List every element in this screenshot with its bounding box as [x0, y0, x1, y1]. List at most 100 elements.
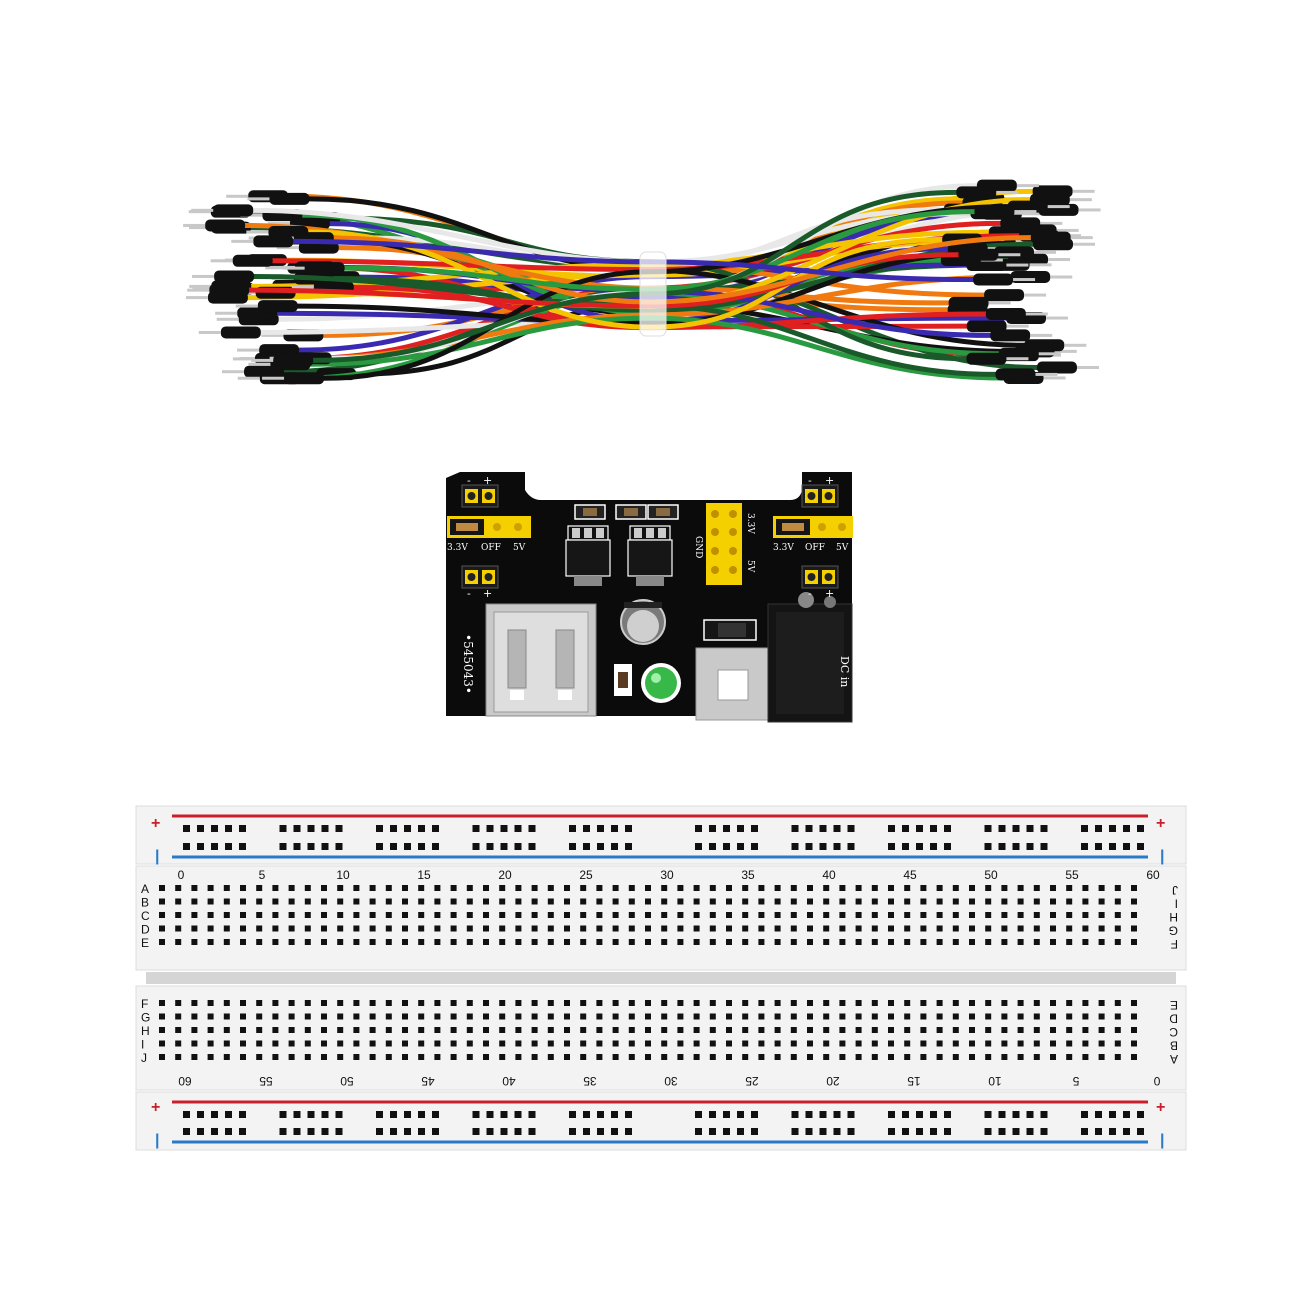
bottom-terminal-strip — [135, 985, 1187, 1091]
rail-hole — [293, 1111, 301, 1118]
rail-hole — [625, 1111, 632, 1118]
column-number: 45 — [903, 868, 917, 882]
column-number: 0 — [178, 868, 185, 882]
breadboard-power-supply-module-icon: 3.3V OFF 5V 3.3V OFF 5V 3.3V GND 5V + - … — [446, 472, 853, 723]
terminal-hole — [272, 1040, 279, 1047]
terminal-hole — [709, 898, 716, 905]
rail-hole — [1095, 1128, 1102, 1135]
terminal-hole — [1017, 1027, 1024, 1033]
rail-hole — [239, 825, 246, 832]
terminal-hole — [952, 1054, 959, 1060]
terminal-hole — [1098, 885, 1105, 891]
rail-hole — [888, 1111, 895, 1118]
terminal-hole — [1131, 898, 1137, 905]
terminal-hole — [758, 939, 765, 945]
terminal-hole — [1131, 1000, 1137, 1006]
rail-hole — [569, 1128, 576, 1135]
terminal-hole — [742, 885, 749, 891]
terminal-hole — [1114, 898, 1121, 905]
terminal-hole — [904, 925, 911, 932]
terminal-hole — [612, 939, 619, 945]
terminal-hole — [418, 1027, 425, 1033]
terminal-hole — [1098, 939, 1105, 945]
rail-hole — [1040, 843, 1048, 850]
terminal-hole — [628, 939, 635, 945]
terminal-hole — [985, 1040, 992, 1047]
terminal-hole — [402, 1000, 408, 1006]
terminal-hole — [839, 925, 846, 932]
terminal-hole — [385, 898, 392, 905]
terminal-hole — [1066, 939, 1073, 945]
rail-hole — [737, 1128, 744, 1135]
rail-hole — [239, 1128, 246, 1135]
rail-hole — [1081, 1128, 1088, 1135]
terminal-hole — [1066, 885, 1073, 891]
terminal-hole — [661, 898, 668, 905]
terminal-hole — [547, 1054, 554, 1060]
rail-hole — [472, 1111, 480, 1118]
terminal-hole — [207, 1013, 214, 1020]
terminal-hole — [191, 939, 198, 945]
terminal-hole — [969, 1040, 975, 1047]
terminal-hole — [677, 939, 684, 945]
terminal-hole — [288, 1040, 295, 1047]
rail-hole — [279, 1111, 287, 1118]
terminal-hole — [790, 912, 797, 918]
rail-sign-right-2: - — [808, 474, 812, 487]
terminal-hole — [693, 1027, 700, 1033]
rail-hole — [418, 843, 425, 850]
rail-hole — [902, 825, 909, 832]
terminal-hole — [612, 1000, 619, 1006]
rail-hole — [390, 825, 397, 832]
terminal-hole — [709, 912, 716, 918]
row-letter: I — [1175, 897, 1178, 911]
left-voltage-jumper — [447, 516, 531, 538]
rail-hole — [805, 843, 813, 850]
terminal-hole — [256, 925, 263, 932]
terminal-hole — [434, 912, 441, 918]
terminal-hole — [985, 885, 992, 891]
terminal-hole — [969, 1054, 975, 1060]
output-label-3v3: 3.3V — [745, 513, 755, 534]
rail-hole — [197, 1111, 204, 1118]
rail-hole — [293, 1128, 301, 1135]
terminal-hole — [1114, 912, 1121, 918]
rail-hole — [695, 1128, 702, 1135]
terminal-hole — [304, 1013, 311, 1020]
wire-pin — [1064, 343, 1087, 347]
rail-hole — [791, 1111, 799, 1118]
terminal-hole — [661, 1027, 668, 1033]
wire-connector — [213, 204, 254, 217]
terminal-hole — [1082, 885, 1089, 891]
terminal-hole — [1033, 1000, 1040, 1006]
terminal-hole — [936, 885, 943, 891]
terminal-hole — [385, 1013, 392, 1020]
terminal-hole — [839, 1027, 846, 1033]
terminal-hole — [1001, 925, 1008, 932]
terminal-hole — [515, 1000, 522, 1006]
terminal-hole — [807, 912, 813, 918]
terminal-hole — [1017, 1000, 1024, 1006]
terminal-hole — [580, 1000, 587, 1006]
wire-pin — [237, 376, 260, 380]
terminal-hole — [466, 912, 473, 918]
wire-pin — [1035, 372, 1058, 376]
terminal-hole — [871, 925, 878, 932]
terminal-hole — [531, 939, 538, 945]
terminal-hole — [175, 1000, 182, 1006]
rail-hole — [902, 1111, 909, 1118]
terminal-hole — [742, 1013, 749, 1020]
rail-hole — [1109, 1111, 1116, 1118]
terminal-hole — [337, 885, 344, 891]
rail-hole — [597, 1128, 604, 1135]
terminal-hole — [353, 939, 360, 945]
wire-connector — [984, 289, 1025, 302]
terminal-hole — [385, 1040, 392, 1047]
column-number: 60 — [178, 1074, 192, 1088]
terminal-hole — [515, 912, 522, 918]
rail-hole — [569, 1111, 576, 1118]
terminal-hole — [1131, 1054, 1137, 1060]
terminal-hole — [1033, 912, 1040, 918]
row-letter: E — [1170, 998, 1178, 1012]
terminal-hole — [612, 1013, 619, 1020]
